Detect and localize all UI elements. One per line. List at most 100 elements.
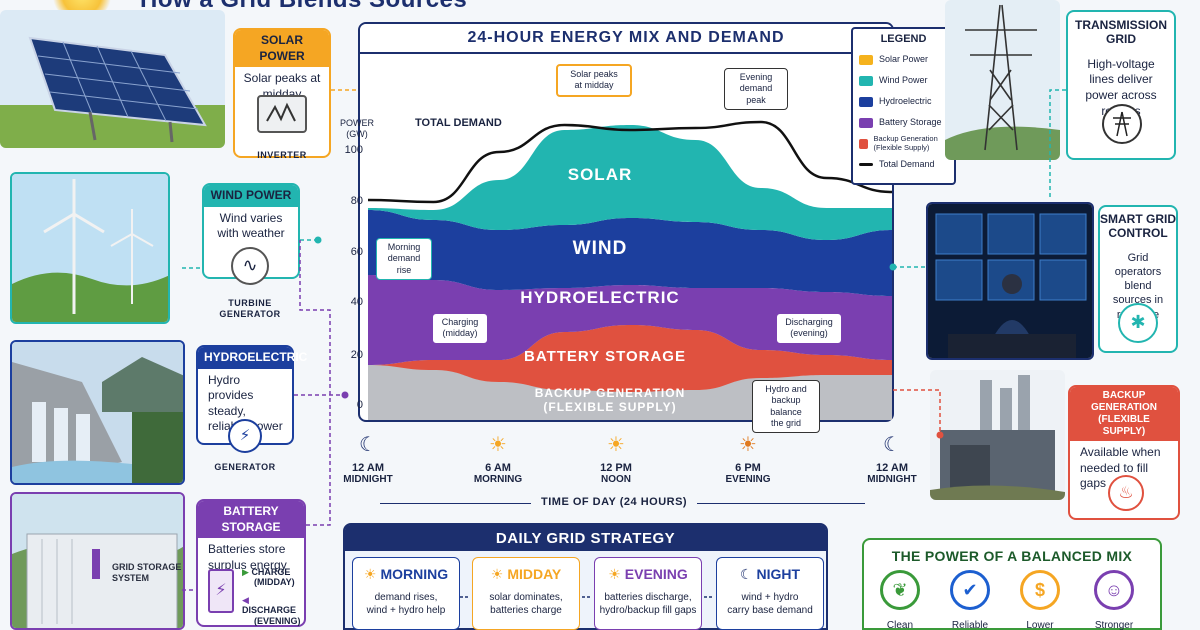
total-demand-label: TOTAL DEMAND (415, 117, 502, 129)
legend-label: Total Demand (879, 158, 935, 169)
solar-power-card-title: SOLAR POWER (235, 30, 329, 68)
evening-peak-note: Evening demand peak (724, 68, 788, 110)
backup-generation-text: Available when needed to fill gaps (1080, 445, 1161, 491)
discharge-label: ◀ DISCHARGE (EVENING) (242, 595, 301, 626)
strategy-card-text-line: hydro/backup fill gaps (599, 605, 697, 616)
moon-icon: ☾ (359, 434, 377, 456)
benefit-label: Lower (1026, 620, 1054, 630)
legend-label: Wind Power (879, 74, 928, 85)
dollar-icon: $ (1020, 570, 1060, 610)
page-title: How a Grid Blends Sources (140, 0, 467, 14)
morning-rise-note: Morning demand rise (376, 238, 432, 280)
x-tick-period: NOON (601, 474, 631, 485)
x-tick-time: 12 AM (876, 462, 908, 474)
chart-title-bar: 24-HOUR ENERGY MIX AND DEMAND (360, 24, 892, 54)
control-room-image (926, 202, 1094, 360)
benefit-label: Reliable (951, 620, 989, 630)
chart-title: 24-HOUR ENERGY MIX AND DEMAND (467, 29, 785, 46)
wind-power-card-text: Wind varies with weather (217, 210, 285, 241)
strategy-card-text-line: wind + hydro help (366, 605, 446, 616)
benefit-label: Stronger (1094, 620, 1134, 630)
battery-storage-card: BATTERY STORAGE Batteries store surplus … (196, 499, 306, 627)
sunrise-icon: ☀ (489, 434, 507, 456)
legend-swatch (859, 138, 868, 149)
y-tick-label: 80 (350, 195, 363, 207)
x-tick-time: 6 AM (485, 462, 511, 474)
strategy-card-midday: ☀MIDDAY solar dominates,batteries charge (472, 557, 580, 630)
wind-power-card: WIND POWER Wind varies with weather ∿ (202, 183, 300, 285)
sunset-icon: ☀ (739, 434, 757, 456)
shield-check-icon: ✔ (950, 570, 990, 610)
y-tick-label: 60 (350, 246, 363, 258)
strategy-card-title: ☀MIDDAY (473, 566, 579, 583)
inverter-caption: INVERTER (257, 150, 307, 160)
strategy-card-title-text: NIGHT (756, 566, 801, 582)
hydro-dam-image (10, 340, 185, 485)
strategy-card-text-line: batteries discharge, (604, 592, 692, 603)
battery-storage-card-text: Batteries store surplus energy (208, 542, 287, 572)
power-plant-image (930, 370, 1065, 500)
strategy-card-text: batteries discharge, hydro/backup fill ga… (595, 591, 701, 617)
strategy-card-title-text: EVENING (624, 566, 688, 582)
legend-label: Battery Storage (879, 116, 942, 127)
brain-circuit-icon: ✱ (1118, 303, 1158, 343)
strategy-card-evening: ☀EVENING batteries discharge, hydro/backup… (594, 557, 702, 630)
strategy-card-text-line: carry base demand (727, 605, 813, 616)
transmission-tower-image (945, 0, 1060, 160)
legend-item: Backup Generation (Flexible Supply) (859, 133, 948, 154)
strategy-card-night: ☾NIGHT wind + hydro carry base demand (716, 557, 824, 630)
hydroelectric-card: HYDROELECTRIC Hydro provides steady, rel… (196, 345, 307, 453)
daily-strategy-title-bar: DAILY GRID STRATEGY (345, 525, 826, 551)
strategy-card-title: ☀EVENING (595, 566, 701, 583)
legend-title: LEGEND (880, 33, 927, 45)
strategy-card-title: ☀MORNING (353, 566, 459, 583)
transmission-card: TRANSMISSION GRID High-voltage lines del… (1066, 10, 1176, 160)
legend-item: Solar Power (859, 49, 948, 70)
wind-band-label: WIND (572, 238, 628, 259)
x-axis-title: TIME OF DAY (24 HOURS) (531, 496, 698, 508)
legend-item: Hydroelectric (859, 91, 948, 112)
container-label: GRID STORAGE SYSTEM (112, 562, 182, 583)
legend-swatch (859, 54, 873, 65)
legend-item: Wind Power (859, 70, 948, 91)
strategy-card-title-text: MIDDAY (507, 566, 562, 582)
total-demand-line (368, 120, 892, 204)
smart-grid-card: SMART GRID CONTROL Grid operators blend … (1098, 205, 1178, 353)
y-tick-label: 0 (356, 399, 363, 411)
daily-strategy-title: DAILY GRID STRATEGY (495, 529, 676, 547)
legend-label: Hydroelectric (879, 95, 932, 106)
hydro-balance-note: Hydro and backup balance the grid (752, 380, 820, 433)
backup-generation-card: BACKUP GENERATION (FLEXIBLE SUPPLY) Avai… (1068, 385, 1180, 520)
legend-swatch (859, 117, 873, 128)
strategy-card-text: solar dominates,batteries charge (473, 591, 579, 617)
legend-swatch (859, 75, 873, 86)
battery-band (368, 275, 892, 365)
balanced-mix-title: THE POWER OF A BALANCED MIX (891, 548, 1133, 564)
charging-note: Charging (midday) (432, 313, 488, 344)
y-axis-label: POWER (GW) (340, 118, 375, 139)
strategy-card-title-text: MORNING (380, 566, 449, 582)
x-tick-period: MIDNIGHT (867, 474, 917, 485)
strategy-card-text-line: wind + hydro (741, 592, 799, 603)
legend-swatch (859, 163, 873, 166)
solar-panel-image (0, 10, 225, 148)
solar-band-label: SOLAR (567, 165, 633, 184)
strategy-card-text: demand rises,wind + hydro help (353, 591, 459, 617)
y-tick-label: 20 (350, 349, 363, 361)
x-tick-period: EVENING (725, 474, 771, 485)
legend-label: Backup Generation (Flexible Supply) (873, 134, 938, 152)
strategy-card-title: ☾NIGHT (717, 566, 823, 583)
strategy-card-text: wind + hydro carry base demand (717, 591, 823, 617)
wind-turbine-image (10, 172, 170, 324)
generator-caption: GENERATOR (214, 462, 276, 472)
sun-icon: ☀ (490, 566, 504, 582)
y-tick-label: 40 (350, 296, 363, 308)
hydro-band-label: HYDROELECTRIC (520, 288, 680, 307)
battery-storage-card-title: BATTERY STORAGE (198, 501, 304, 539)
sunrise-icon: ☀ (363, 566, 377, 582)
